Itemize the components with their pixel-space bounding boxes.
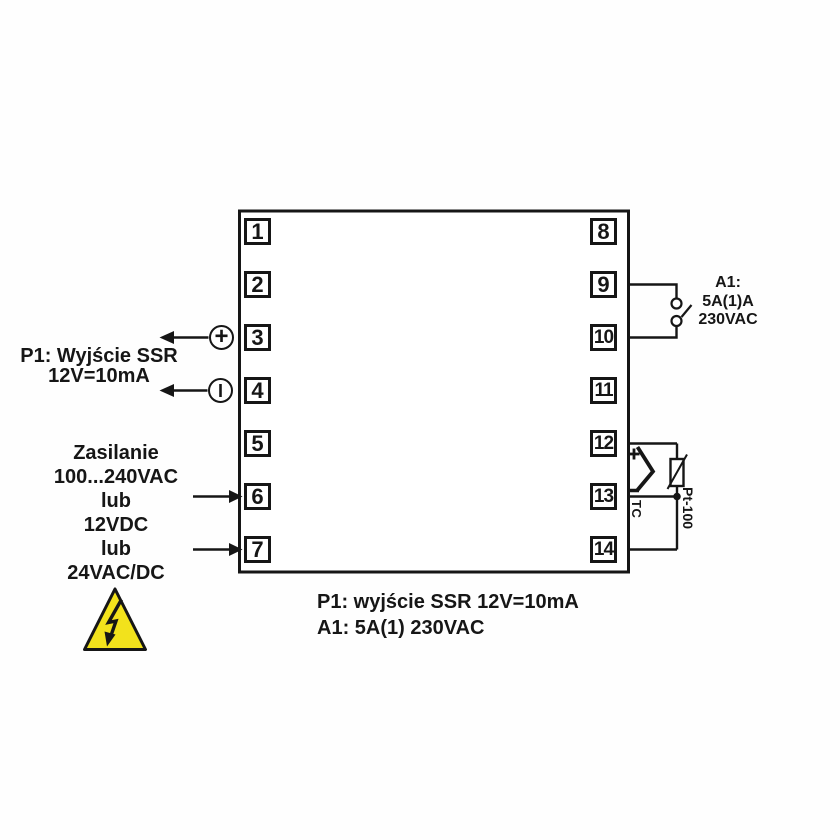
ssr-output-label-line1: P1: Wyjście SSR — [20, 345, 178, 367]
relay-rating-label: A1: 5A(1)A 230VAC — [667, 274, 789, 330]
terminal-14: 14 — [590, 536, 617, 563]
tc-plus-icon — [628, 448, 640, 460]
terminal-5: 5 — [244, 430, 271, 457]
relay-contact-bottom-icon — [670, 314, 683, 328]
relay-label-line2: 5A(1)A — [702, 292, 754, 310]
relay-contact-lever-icon — [680, 304, 693, 318]
power-line-2: 100...240VAC — [53, 466, 179, 488]
relay-circuit — [629, 283, 693, 339]
relay-wire-bottom — [629, 326, 678, 339]
ssr-plus-arrowhead-icon — [159, 331, 174, 344]
ssr-output-arrows — [159, 331, 209, 397]
power-arrows — [193, 490, 243, 556]
power-line-6: 24VAC/DC — [67, 562, 165, 584]
power-supply-label: Zasilanie 100...240VAC lub 12VDC lub 24V… — [25, 441, 207, 585]
power-line-4: 12VDC — [83, 514, 149, 536]
power-line-5: lub — [101, 538, 131, 560]
terminal-12: 12 — [590, 430, 617, 457]
terminal-7: 7 — [244, 536, 271, 563]
pt100-strike-icon — [666, 454, 688, 490]
relay-wire-top — [629, 283, 678, 298]
terminal-6: 6 — [244, 483, 271, 510]
sensor-circuit — [628, 442, 688, 551]
terminal-13: 13 — [590, 483, 617, 510]
terminal-11: 11 — [590, 377, 617, 404]
footer-line2: A1: 5A(1) 230VAC — [317, 616, 485, 639]
device-outline — [238, 209, 630, 574]
terminal-4: 4 — [244, 377, 271, 404]
relay-label-line3: 230VAC — [698, 311, 758, 328]
footer-summary: P1: wyjście SSR 12V=10mA A1: 5A(1) 230VA… — [317, 590, 579, 641]
relay-label-line1: A1: — [715, 274, 741, 291]
terminal-9: 9 — [590, 271, 617, 298]
power-line-3: lub — [101, 490, 131, 512]
footer-line1: P1: wyjście SSR 12V=10mA — [317, 591, 579, 613]
lightning-bolt-icon — [105, 598, 123, 638]
terminal-2: 2 — [244, 271, 271, 298]
relay-contact-top-icon — [670, 297, 683, 310]
ssr-output-label: P1: Wyjście SSR 12V=10mA — [8, 345, 190, 387]
junction-dot-icon — [673, 492, 681, 501]
ssr-output-label-line2: 12V=10mA — [48, 364, 150, 387]
terminal-10: 10 — [590, 324, 617, 351]
tc-label: TC — [629, 500, 644, 519]
terminal-8: 8 — [590, 218, 617, 245]
ssr-minus-terminal-icon: I — [208, 378, 233, 403]
warning-triangle-icon — [83, 587, 147, 651]
power-line-1: Zasilanie — [73, 442, 159, 464]
terminal-3: 3 — [244, 324, 271, 351]
pt100-label: Pt-100 — [680, 487, 696, 530]
power-arrowhead-7-icon — [229, 543, 243, 556]
thermocouple-wedge-icon — [635, 445, 656, 492]
power-arrowhead-6-icon — [229, 490, 243, 503]
ssr-minus-arrowhead-icon — [159, 384, 174, 397]
ssr-plus-terminal-icon: + — [209, 324, 234, 350]
high-voltage-warning-icon — [83, 587, 147, 651]
terminal-1: 1 — [244, 218, 271, 245]
lightning-arrowhead-icon — [104, 631, 116, 647]
